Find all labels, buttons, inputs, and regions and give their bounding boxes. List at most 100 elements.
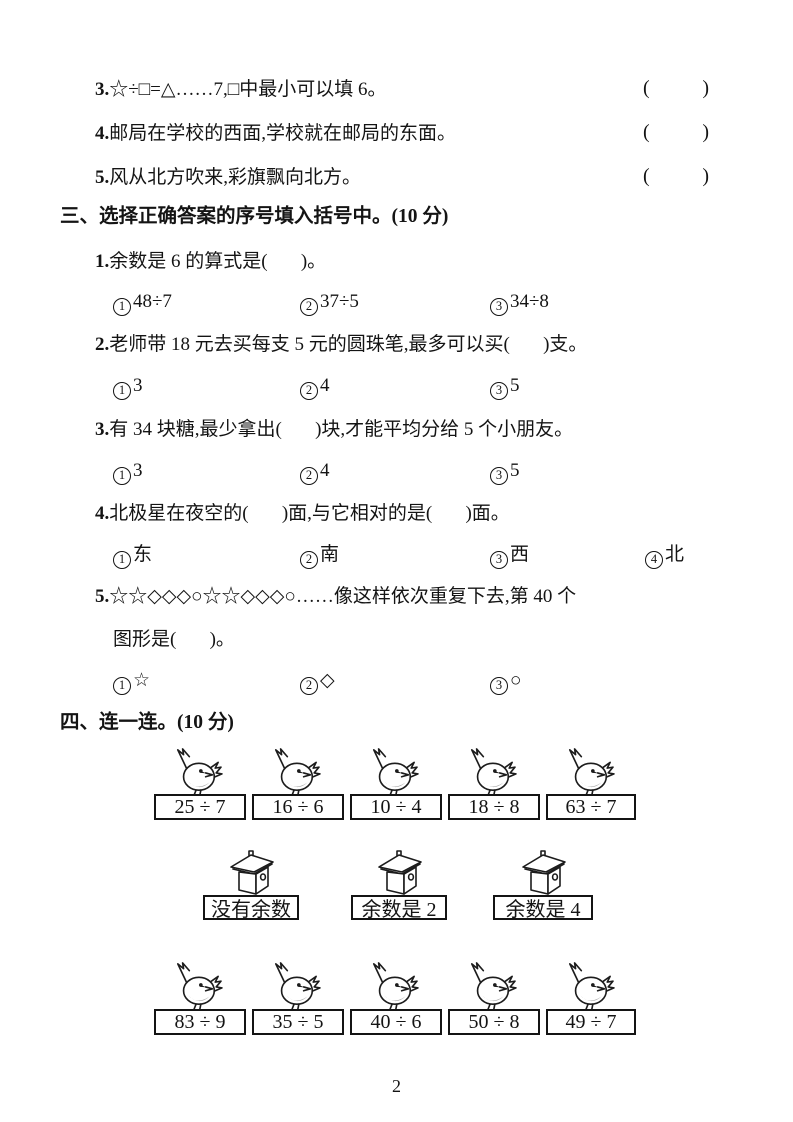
bird-icon [367, 747, 419, 795]
option-label: 5 [510, 460, 520, 481]
bird-icon [269, 961, 321, 1009]
expression-box: 83 ÷ 9 [154, 1009, 246, 1035]
expression-box: 10 ÷ 4 [350, 794, 442, 820]
bird-icon [563, 747, 615, 795]
option-marker: 2 [300, 382, 318, 400]
open-paren: ( [643, 77, 650, 99]
question-5-line-2: 图形是( )。 [113, 629, 235, 650]
answer-parens: () [643, 77, 709, 100]
option-label: 北 [665, 544, 685, 565]
option: 2◇ [300, 669, 335, 695]
answer-parens: () [643, 165, 709, 188]
open-paren: ( [643, 165, 650, 187]
expression-box: 50 ÷ 8 [448, 1009, 540, 1035]
option-marker: 4 [645, 551, 663, 569]
question-number: 1. [95, 251, 110, 272]
option-label: 34÷8 [510, 291, 549, 312]
category-box: 余数是 2 [351, 895, 447, 921]
expression-box: 18 ÷ 8 [448, 794, 540, 820]
bird-icon [269, 747, 321, 795]
section-3-title: 三、选择正确答案的序号填入括号中。(10 分) [60, 206, 449, 227]
judge-item-text: 邮局在学校的西面,学校就在邮局的东面。 [109, 123, 457, 144]
bird-icon [563, 961, 615, 1009]
judge-item-number: 5. [95, 167, 110, 188]
option-marker: 2 [300, 467, 318, 485]
category-box: 没有余数 [203, 895, 299, 921]
question-text: 有 34 块糖,最少拿出( )块,才能平均分给 5 个小朋友。 [109, 419, 574, 440]
question-3: 3.有 34 块糖,最少拿出( )块,才能平均分给 5 个小朋友。 [95, 418, 573, 441]
close-paren: ) [702, 165, 709, 187]
option-label: 48÷7 [133, 291, 172, 312]
question-text: 北极星在夜空的( )面,与它相对的是( )面。 [109, 503, 510, 524]
option-label: 3 [133, 375, 143, 396]
option-marker: 2 [300, 551, 318, 569]
question-text: 老师带 18 元去买每支 5 元的圆珠笔,最多可以买( )支。 [109, 334, 588, 355]
judge-item-number: 4. [95, 123, 110, 144]
question-1: 1.余数是 6 的算式是( )。 [95, 250, 326, 273]
option-marker: 3 [490, 677, 508, 695]
option-marker: 3 [490, 467, 508, 485]
question-number: 2. [95, 334, 110, 355]
option-marker: 2 [300, 677, 318, 695]
bird-icon [367, 961, 419, 1009]
birdhouse-icon [228, 850, 276, 896]
question-text: 余数是 6 的算式是( )。 [109, 251, 327, 272]
judge-item-4: 4.邮局在学校的西面,学校就在邮局的东面。 [95, 122, 456, 145]
option-label: 东 [133, 544, 153, 565]
birdhouse-icon [376, 850, 424, 896]
bird-icon [465, 747, 517, 795]
expression-box: 49 ÷ 7 [546, 1009, 636, 1035]
question-2: 2.老师带 18 元去买每支 5 元的圆珠笔,最多可以买( )支。 [95, 333, 587, 356]
option-label: ☆ [133, 670, 151, 691]
category-box: 余数是 4 [493, 895, 593, 921]
option-label: 3 [133, 460, 143, 481]
question-number: 5. [95, 586, 110, 607]
close-paren: ) [702, 121, 709, 143]
option-label: 37÷5 [320, 291, 359, 312]
judge-item-text: 风从北方吹来,彩旗飘向北方。 [109, 167, 362, 188]
option-marker: 2 [300, 298, 318, 316]
option-label: 南 [320, 544, 340, 565]
option-marker: 1 [113, 551, 131, 569]
option-label: 西 [510, 544, 530, 565]
option-label: ◇ [320, 670, 335, 691]
option-marker: 3 [490, 382, 508, 400]
judge-item-number: 3. [95, 79, 110, 100]
answer-parens: () [643, 121, 709, 144]
option-marker: 3 [490, 551, 508, 569]
question-text: ☆☆◇◇◇○☆☆◇◇◇○……像这样依次重复下去,第 40 个 [109, 586, 577, 607]
option-marker: 1 [113, 382, 131, 400]
question-5-line-1: 5.☆☆◇◇◇○☆☆◇◇◇○……像这样依次重复下去,第 40 个 [95, 585, 576, 608]
open-paren: ( [643, 121, 650, 143]
option-marker: 1 [113, 677, 131, 695]
option-label: 5 [510, 375, 520, 396]
birdhouse-icon [520, 850, 568, 896]
judge-item-text: ☆÷□=△……7,□中最小可以填 6。 [109, 79, 387, 100]
page-number: 2 [392, 1076, 401, 1096]
judge-item-5: 5.风从北方吹来,彩旗飘向北方。 [95, 166, 361, 189]
option: 1☆ [113, 669, 150, 695]
question-number: 3. [95, 419, 110, 440]
question-4: 4.北极星在夜空的( )面,与它相对的是( )面。 [95, 502, 510, 525]
question-number: 4. [95, 503, 110, 524]
bird-icon [465, 961, 517, 1009]
expression-box: 25 ÷ 7 [154, 794, 246, 820]
bird-icon [171, 747, 223, 795]
option: 3○ [490, 669, 521, 695]
option-label: ○ [510, 670, 522, 691]
expression-box: 63 ÷ 7 [546, 794, 636, 820]
section-4-title: 四、连一连。(10 分) [60, 712, 234, 733]
expression-box: 35 ÷ 5 [252, 1009, 344, 1035]
